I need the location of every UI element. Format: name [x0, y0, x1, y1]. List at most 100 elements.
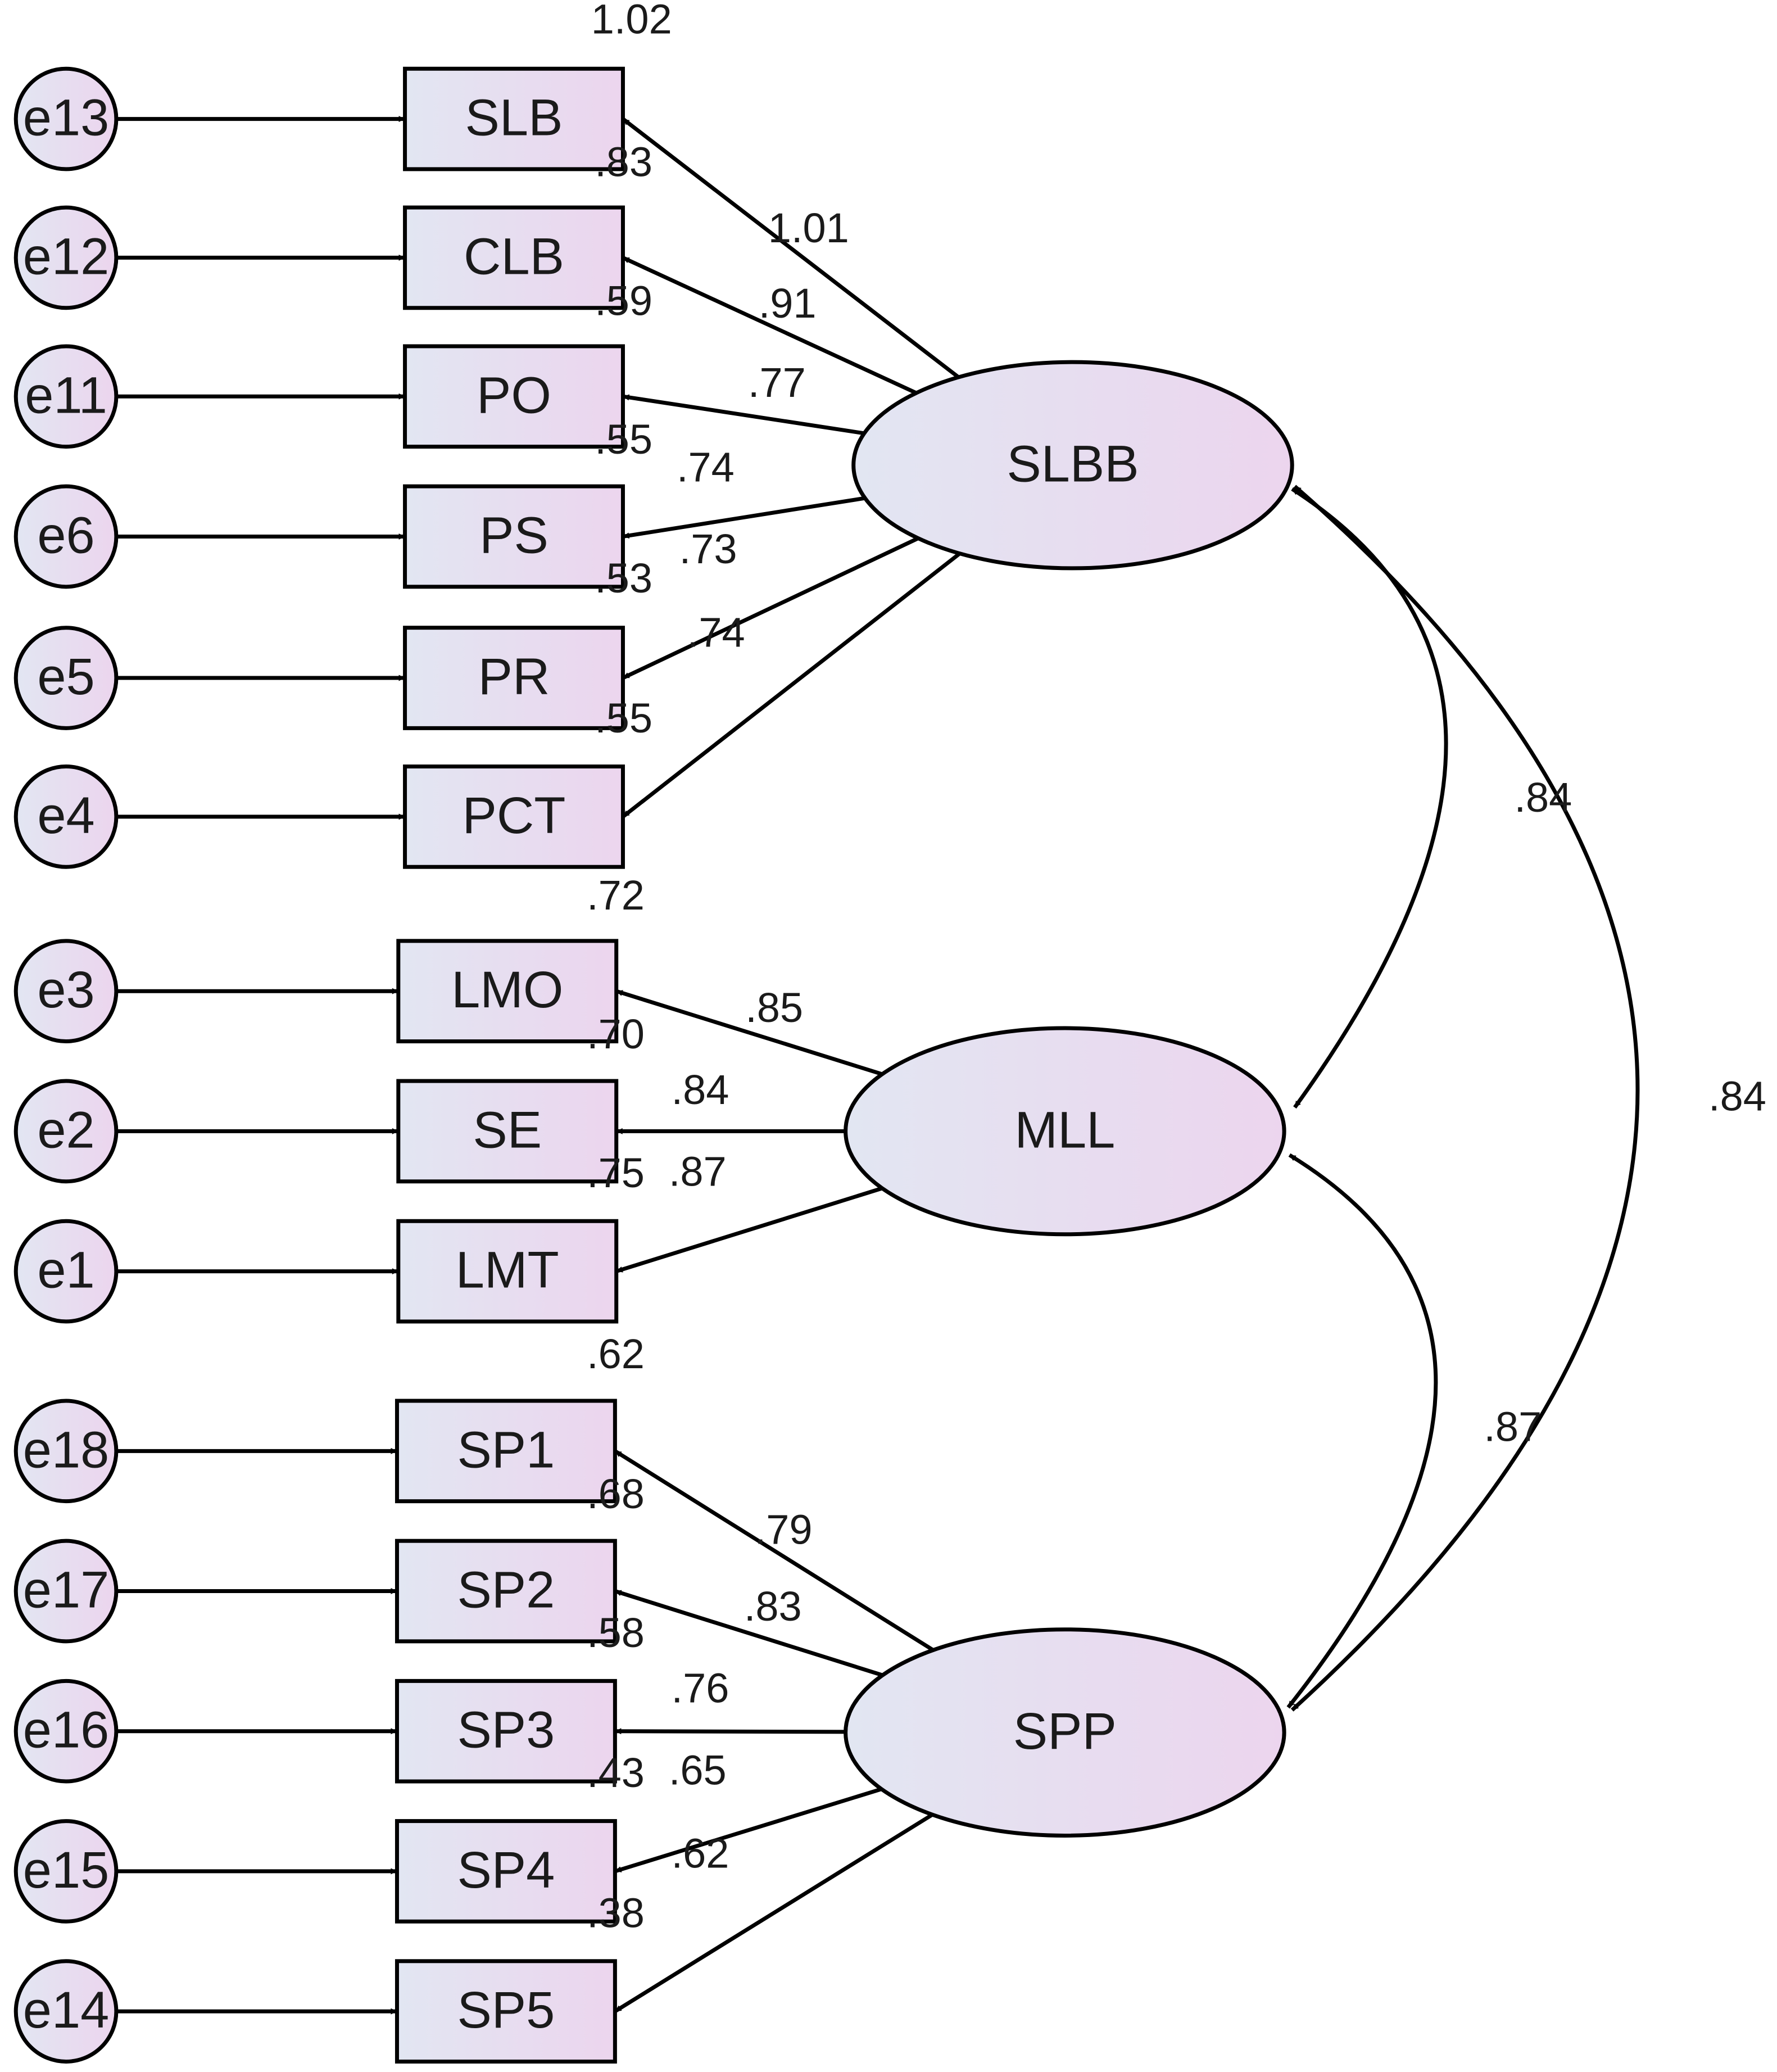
loading-arrow-ps: [622, 496, 865, 539]
correlation-label-mll-spp: .87: [1484, 1403, 1542, 1450]
r2-label-sp3: .58: [587, 1609, 645, 1656]
error-label-e4: e4: [37, 787, 94, 844]
indicator-box-sp5: [395, 1959, 617, 2064]
error-label-e12: e12: [23, 228, 110, 285]
r2-label-pr: .53: [595, 555, 652, 601]
loading-arrow-slb: [622, 117, 960, 379]
indicator-box-slb: [403, 66, 625, 171]
r2-label-sp2: .68: [587, 1471, 645, 1517]
indicator-box-po: [403, 344, 625, 449]
indicator-box-clb: [403, 205, 625, 310]
loading-arrow-sp4: [614, 1787, 882, 1874]
indicator-label-po: PO: [477, 367, 551, 424]
loading-arrow-lmt: [615, 1186, 883, 1273]
error-circle-e13: [13, 66, 119, 171]
indicator-box-se: [396, 1079, 619, 1184]
error-label-e1: e1: [37, 1242, 94, 1299]
indicator-label-sp3: SP3: [457, 1702, 555, 1759]
loading-label-sp4: .65: [669, 1747, 727, 1793]
indicator-label-clb: CLB: [464, 228, 564, 285]
loading-arrow-pct: [622, 551, 961, 818]
error-label-e3: e3: [37, 961, 94, 1019]
indicator-box-lmt: [396, 1219, 619, 1324]
indicator-label-sp2: SP2: [457, 1562, 555, 1619]
error-label-e6: e6: [37, 506, 94, 564]
error-circle-e2: [13, 1079, 119, 1184]
latent-ellipse-slbb: [851, 360, 1294, 571]
indicator-box-sp2: [395, 1539, 617, 1644]
error-label-e2: e2: [37, 1101, 94, 1159]
loading-label-se: .84: [672, 1066, 729, 1113]
error-circle-e3: [13, 939, 119, 1044]
error-label-e14: e14: [23, 1981, 110, 2039]
loading-arrow-sp3: [615, 1728, 846, 1735]
error-circle-e1: [13, 1219, 119, 1324]
error-label-e17: e17: [23, 1562, 110, 1619]
loading-arrow-pr: [622, 536, 919, 680]
indicator-box-pr: [403, 626, 625, 730]
latent-ellipse-mll: [844, 1026, 1286, 1237]
indicator-label-slb: SLB: [465, 89, 563, 147]
error-circle-e16: [13, 1679, 119, 1784]
loading-arrow-sp2: [614, 1589, 883, 1677]
indicator-label-pct: PCT: [463, 787, 566, 844]
error-label-e16: e16: [23, 1702, 110, 1759]
r2-label-clb: .83: [595, 138, 652, 185]
latent-label-spp: SPP: [1013, 1703, 1117, 1760]
error-circle-e11: [13, 344, 119, 449]
loading-arrow-sp5: [614, 1813, 933, 2014]
loading-label-pct: .74: [687, 609, 745, 655]
loading-label-lmo: .85: [745, 984, 803, 1031]
error-label-e5: e5: [37, 648, 94, 705]
r2-label-sp5: .38: [587, 1889, 645, 1936]
loading-label-ps: .74: [677, 444, 735, 490]
r2-label-sp1: .62: [587, 1331, 645, 1377]
nodes-layer: SLBCLBPOPSPRPCTLMOSELMTSP1SP2SP3SP4SP5e1…: [13, 66, 1294, 2064]
indicator-box-lmo: [396, 939, 619, 1044]
labels-layer: 1.02 1.01 .83 .91 .59 .77 .55 .74 .53 .73 .55 .74 .7…: [587, 0, 1766, 1936]
loading-label-clb: .91: [759, 280, 817, 327]
r2-label-lmt: .75: [587, 1150, 645, 1196]
error-circle-e17: [13, 1539, 119, 1644]
error-label-e13: e13: [23, 89, 110, 147]
covariance-curve-mll-spp: [1286, 1153, 1438, 1709]
indicator-label-pr: PR: [478, 648, 550, 705]
r2-label-ps: .55: [595, 416, 652, 463]
loading-arrow-sp1: [614, 1449, 935, 1652]
indicator-box-ps: [403, 484, 625, 589]
r2-label-pct: .55: [595, 695, 652, 741]
indicator-box-pct: [403, 764, 625, 869]
indicator-label-sp4: SP4: [457, 1842, 555, 1899]
indicator-label-ps: PS: [479, 506, 548, 564]
loading-arrow-clb: [622, 256, 917, 395]
error-label-e15: e15: [23, 1842, 110, 1899]
loading-label-po: .77: [748, 359, 806, 406]
error-circle-e14: [13, 1959, 119, 2064]
loading-label-sp5: .62: [672, 1830, 729, 1877]
covariance-curve-slbb-spp: [1290, 485, 1640, 1712]
r2-label-slb: 1.02: [591, 0, 672, 43]
loading-label-pr: .73: [679, 526, 737, 572]
correlation-label-slbb-mll: .84: [1514, 774, 1572, 821]
indicator-box-sp1: [395, 1399, 617, 1504]
indicator-label-se: SE: [473, 1101, 542, 1159]
correlation-label-slbb-spp: .84: [1708, 1073, 1766, 1120]
loading-label-lmt: .87: [669, 1148, 727, 1195]
error-circle-e4: [13, 764, 119, 869]
latent-label-slbb: SLBB: [1007, 436, 1139, 493]
error-circle-e6: [13, 484, 119, 589]
indicator-box-sp4: [395, 1819, 617, 1924]
loading-arrow-po: [622, 394, 865, 436]
loading-label-sp2: .83: [744, 1583, 802, 1630]
indicator-label-lmo: LMO: [451, 961, 563, 1019]
r2-label-po: .59: [595, 277, 652, 324]
indicator-label-sp5: SP5: [457, 1981, 555, 2039]
edges-layer: [116, 116, 1640, 2015]
loading-label-sp1: .79: [755, 1507, 813, 1553]
loading-label-slb: 1.01: [768, 205, 849, 251]
error-label-e11: e11: [25, 367, 107, 424]
indicator-label-lmt: LMT: [456, 1242, 559, 1299]
indicator-box-sp3: [395, 1679, 617, 1784]
error-circle-e15: [13, 1819, 119, 1924]
